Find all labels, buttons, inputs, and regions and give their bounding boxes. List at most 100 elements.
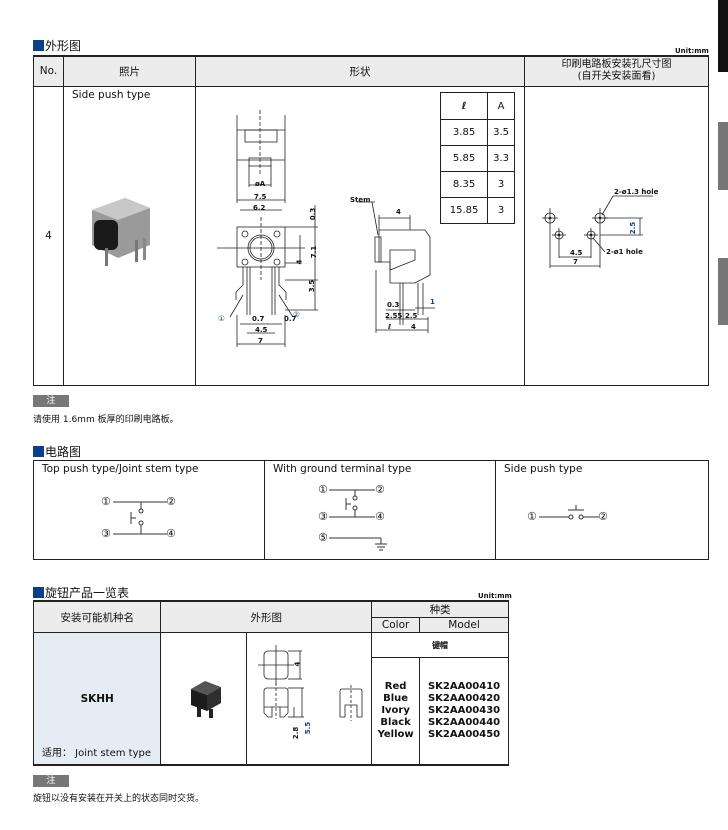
section-marker-icon <box>33 587 44 598</box>
note-badge: 注 <box>33 775 69 787</box>
circuit-col-side-push: Side push type <box>495 460 709 560</box>
section-marker-icon <box>33 40 44 51</box>
dim-label: 2.55 <box>385 312 403 320</box>
col-outline: 外形图 <box>160 600 373 633</box>
terminal-5: ⑤ <box>318 531 328 544</box>
side-tab[interactable] <box>718 122 728 190</box>
color-item: Red <box>384 681 407 692</box>
terminal-2: ② <box>375 483 385 496</box>
dim-header-a: A <box>487 92 515 120</box>
shape-drawing <box>217 110 435 347</box>
col-no: No. <box>33 55 64 87</box>
color-item: Black <box>380 717 411 728</box>
dim-label: ℓ <box>388 323 392 331</box>
outline-section-title: 外形图 <box>33 37 81 54</box>
terminal-1: ① <box>101 495 111 508</box>
side-tab[interactable] <box>718 258 728 325</box>
col-shape: 形状 <box>195 55 525 87</box>
model-item: SK2AA00430 <box>427 705 501 716</box>
dim-cell: 3.3 <box>487 145 515 172</box>
row-type: Side push type <box>72 88 151 101</box>
switch-photo <box>92 198 150 266</box>
dim-label: 6.2 <box>253 204 266 212</box>
dim-label: 0.7 <box>252 315 265 323</box>
knob-table: 安装可能机种名 外形图 种类 Color Model SKHH 适用： Join… <box>32 600 509 766</box>
terminal-2-label: ② <box>293 310 300 319</box>
terminal-1: ① <box>527 510 537 523</box>
hole-label: 2-ø1 hole <box>606 248 643 256</box>
dim-label: 4 <box>295 259 304 265</box>
dim-cell: 3 <box>487 171 515 198</box>
dim-header-l: ℓ <box>439 92 489 120</box>
section-marker-icon <box>33 446 44 457</box>
knob-drawing-cell <box>245 632 373 766</box>
dim-label: 2.8 <box>292 726 301 740</box>
col-photo: 照片 <box>63 55 196 87</box>
pcb-header-sub: (自开关安装面看) <box>577 71 656 83</box>
dim-label: 7.5 <box>254 193 267 201</box>
col-model-name: 安装可能机种名 <box>32 600 162 633</box>
model-item: SK2AA00440 <box>427 717 501 728</box>
circuit-col-top-push: Top push type/Joint stem type <box>33 460 265 560</box>
dim-label: 2.5 <box>405 312 418 320</box>
terminal-2: ② <box>598 510 608 523</box>
terminal-4: ④ <box>375 510 385 523</box>
model-list: SK2AA00410 SK2AA00420 SK2AA00430 SK2AA00… <box>419 657 509 766</box>
row-no: 4 <box>33 85 64 386</box>
circuit-section-title: 电路图 <box>33 443 81 460</box>
dim-label: 4 <box>411 323 416 331</box>
knob-photo <box>191 681 221 718</box>
dim-cell: 3 <box>487 197 515 224</box>
side-tab-active[interactable] <box>718 0 728 72</box>
unit-label: Unit:mm <box>675 47 709 55</box>
circuit-table: Top push type/Joint stem type With groun… <box>33 460 709 560</box>
dim-label: 4 <box>396 208 401 216</box>
terminal-1-label: ① <box>218 314 225 323</box>
terminal-2: ② <box>166 495 176 508</box>
dim-label: øA <box>255 180 266 188</box>
color-list: Red Blue Ivory Black Yellow <box>371 657 421 766</box>
dim-cell: 3.85 <box>439 119 489 146</box>
dim-label: 0.7 <box>284 315 297 323</box>
dim-cell: 8.35 <box>439 171 489 198</box>
terminal-3: ③ <box>318 510 328 523</box>
note-text: 请使用 1.6mm 板厚的印刷电路板。 <box>33 415 179 425</box>
knob-section-title: 旋钮产品一览表 <box>33 584 129 601</box>
dim-label: 4.5 <box>255 326 268 334</box>
series-cell: SKHH 适用： Joint stem type <box>32 632 162 766</box>
pcb-hole-drawing <box>542 195 653 268</box>
terminal-4: ④ <box>166 527 176 540</box>
dim-label: 4 <box>293 661 302 667</box>
dim-label: 5.5 <box>304 721 313 735</box>
dim-label: 0.3 <box>309 207 318 221</box>
dim-label: 7.1 <box>310 245 319 259</box>
color-item: Ivory <box>381 705 410 716</box>
pcb-header-text: 印刷电路板安装孔尺寸图 <box>561 59 672 71</box>
model-item: SK2AA00410 <box>427 681 501 692</box>
note-text: 旋钮以没有安装在开关上的状态同时交货。 <box>33 794 205 804</box>
terminal-1: ① <box>318 483 328 496</box>
dim-cell: 15.85 <box>439 197 489 224</box>
col-model: Model <box>419 617 509 633</box>
keycap-label: 键帽 <box>371 632 509 658</box>
applicable-text: 适用： Joint stem type <box>42 748 152 759</box>
model-item: SK2AA00450 <box>427 729 501 740</box>
dim-label: 4.5 <box>570 249 583 257</box>
dim-label: 7 <box>573 258 578 266</box>
dim-label: 0.3 <box>387 301 400 309</box>
terminal-3: ③ <box>101 527 111 540</box>
col-kind: 种类 <box>371 600 509 618</box>
stem-label: Stem <box>350 196 371 204</box>
model-item: SK2AA00420 <box>427 693 501 704</box>
dim-label: 3.5 <box>308 279 317 293</box>
knob-drawing <box>258 645 363 721</box>
dim-label: 1 <box>430 298 435 306</box>
color-item: Yellow <box>377 729 414 740</box>
dim-label: 7 <box>258 337 263 345</box>
col-pcb: 印刷电路板安装孔尺寸图 (自开关安装面看) <box>524 55 709 87</box>
color-item: Blue <box>383 693 409 704</box>
hole-label: 2-ø1.3 hole <box>614 188 659 196</box>
dim-label: 2.5 <box>629 221 638 235</box>
